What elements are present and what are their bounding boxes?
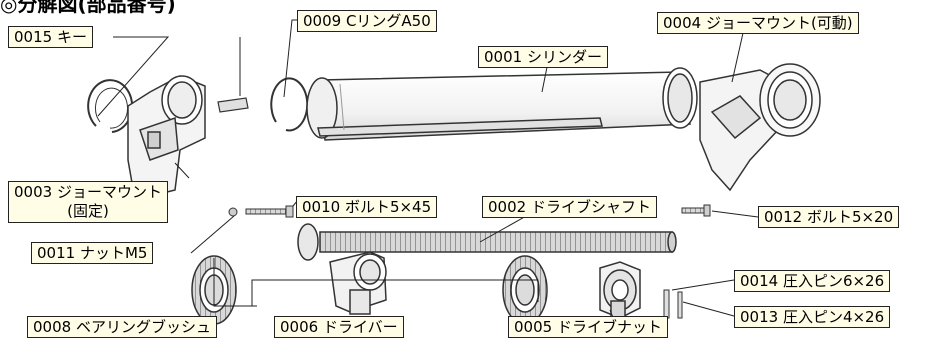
label-drive-shaft: 0002 ドライブシャフト — [482, 196, 657, 218]
label-press-pin-6x26: 0014 圧入ピン6×26 — [734, 270, 891, 292]
label-bolt-5x45: 0010 ボルト5×45 — [296, 196, 438, 218]
bolt-5x45-part — [245, 205, 294, 218]
label-bearing-bush: 0008 ベアリングブッシュ — [27, 316, 217, 338]
drive-shaft-part — [297, 223, 677, 261]
label-key: 0015 キー — [8, 26, 93, 48]
label-bolt-5x20: 0012 ボルト5×20 — [758, 206, 900, 228]
label-cylinder: 0001 シリンダー — [478, 46, 608, 68]
bearing-bush-right — [502, 255, 548, 325]
label-jaw-mount-fixed: 0003 ジョーマウント (固定) — [8, 181, 168, 223]
label-nut-m5: 0011 ナットM5 — [31, 242, 154, 264]
label-jaw-mount-fixed-line2: (固定) — [67, 202, 109, 220]
label-jaw-mount-movable: 0004 ジョーマウント(可動) — [657, 12, 859, 34]
c-ring-right — [270, 77, 309, 132]
bolt-5x20-part — [681, 204, 711, 217]
key-part — [217, 97, 249, 113]
jaw-mount-movable — [699, 63, 821, 192]
nut-m5-part — [228, 207, 238, 217]
press-pin-4x26-part — [677, 291, 683, 319]
c-ring-left — [87, 79, 134, 133]
label-press-pin-4x26: 0013 圧入ピン4×26 — [734, 306, 891, 328]
label-c-ring: 0009 CリングA50 — [297, 10, 437, 32]
driver-part — [329, 251, 387, 315]
drive-nut-part — [599, 261, 641, 319]
press-pin-6x26-part — [663, 289, 670, 319]
cylinder-part — [306, 67, 698, 141]
diagram-title: ◎分解図(部品番号) — [0, 0, 176, 16]
label-drive-nut: 0005 ドライブナット — [508, 316, 668, 338]
label-driver: 0006 ドライバー — [274, 316, 404, 338]
label-jaw-mount-fixed-line1: 0003 ジョーマウント — [14, 183, 162, 201]
jaw-mount-fixed — [127, 75, 206, 201]
